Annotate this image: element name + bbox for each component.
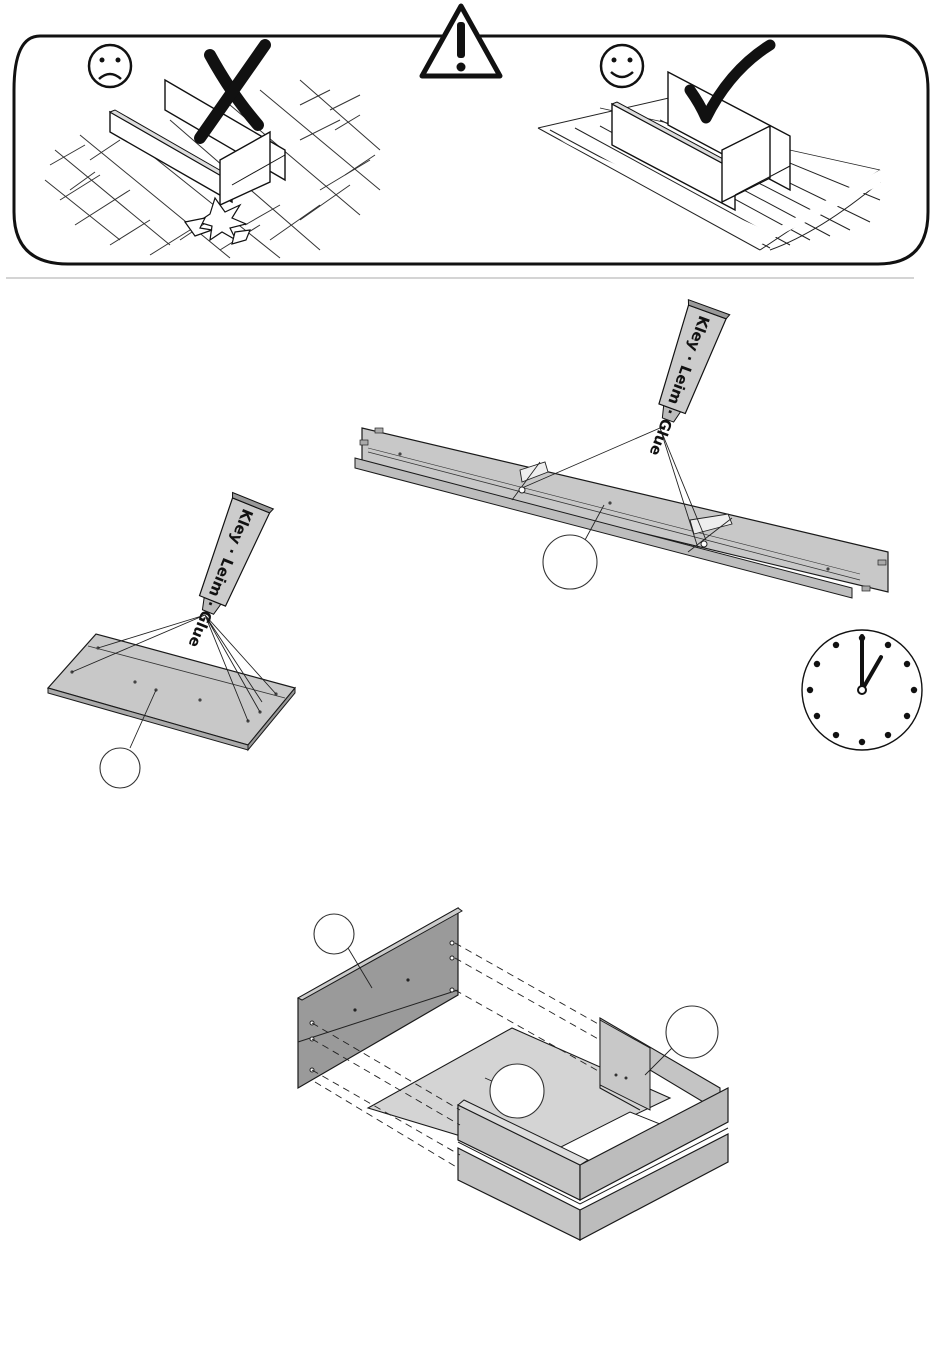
glue-tube-icon: Kley · Leim · Glue: [173, 492, 273, 655]
glue-tube-icon: Kley · Leim · Glue: [634, 300, 729, 463]
happy-face-icon: [601, 45, 643, 87]
clock-hour-marker: [859, 739, 865, 745]
sad-face-icon: [89, 45, 131, 87]
clock-hour-marker: [814, 713, 820, 719]
clock-icon: [802, 630, 922, 750]
glue-tube-label: Kley · Leim · Glue: [185, 506, 257, 650]
clock-hour-marker: [885, 732, 891, 738]
part-callout-short-panel: [100, 748, 140, 788]
long-panel-illustration: [355, 428, 888, 598]
clock-hour-marker: [807, 687, 813, 693]
box-assembly-illustration: [298, 908, 728, 1240]
clock-hour-marker: [814, 661, 820, 667]
part-callout-bottom-panel: [490, 1064, 544, 1118]
clock-hour-marker: [904, 713, 910, 719]
clock-hour-marker: [904, 661, 910, 667]
clock-hour-marker: [911, 687, 917, 693]
clock-hour-marker: [833, 642, 839, 648]
clock-hour-marker: [833, 732, 839, 738]
clock-hour-marker: [885, 642, 891, 648]
part-callout-side-panel-left: [314, 914, 354, 954]
warning-banner: [14, 6, 928, 264]
part-callout-side-panel-right: [666, 1006, 718, 1058]
part-callout-long-panel: [543, 535, 597, 589]
short-panel-illustration: [48, 615, 295, 750]
